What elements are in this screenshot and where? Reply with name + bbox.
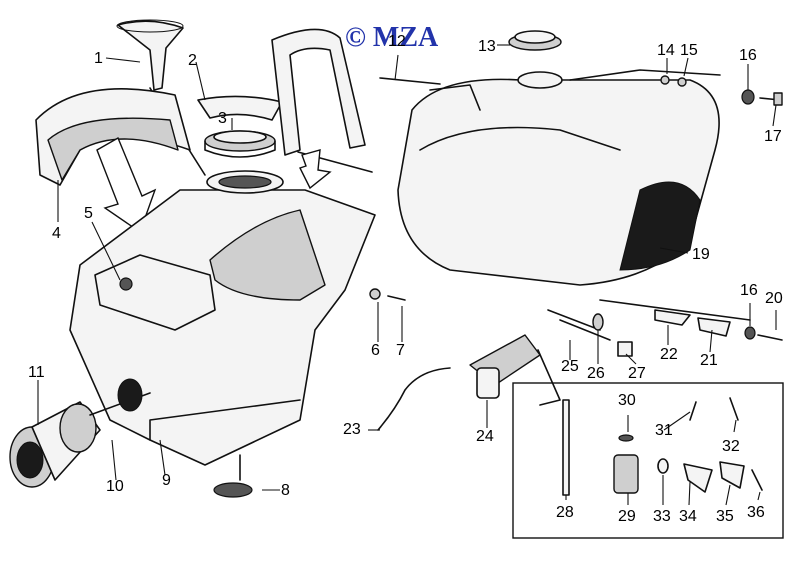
callout-32: 32 [722,438,740,455]
part-filler-neck [9,378,151,488]
callout-34: 34 [679,508,697,525]
callout-25: 25 [561,358,579,375]
callout-11: 11 [28,364,45,381]
callout-30: 30 [618,392,636,409]
callout-29: 29 [618,508,636,525]
part-screw [369,288,406,301]
callout-21: 21 [700,352,718,369]
part-tap-filter [547,309,633,357]
callout-20: 20 [765,290,783,307]
callout-9: 9 [162,472,171,489]
part-fuel-hose [377,367,451,431]
callout-27: 27 [628,365,646,382]
callout-36: 36 [747,504,765,521]
part-rear-bracket [599,299,783,341]
part-funnel [116,19,184,91]
leader-lines [37,44,777,506]
callout-16-bottom: 16 [740,282,758,299]
fuel-tank [379,69,721,286]
callout-26: 26 [587,365,605,382]
callout-1: 1 [94,50,103,67]
part-mount-hardware [660,75,783,106]
part-bracket-strap [271,28,373,190]
assembly-arrow-icon [96,136,157,234]
callout-14: 14 [657,42,675,59]
callout-6: 6 [371,342,380,359]
callout-13: 13 [478,38,496,55]
callout-23: 23 [343,421,361,438]
detail-inset-frame [512,382,784,539]
callout-28: 28 [556,504,574,521]
callout-24: 24 [476,428,494,445]
callout-12: 12 [388,33,406,50]
part-fairing-cover [35,88,191,186]
callout-7: 7 [396,342,405,359]
callout-8: 8 [281,482,290,499]
part-ring-seal [204,130,276,158]
callout-22: 22 [660,346,678,363]
part-fuel-tap [469,334,561,406]
callout-15: 15 [680,42,698,59]
callout-16-top: 16 [739,47,757,64]
copyright-watermark: © MZA [345,22,439,53]
oil-tank [69,170,376,466]
callout-3: 3 [218,110,227,127]
inset-parts [562,397,763,496]
part-filler-cap [508,30,562,51]
callout-5: 5 [84,205,93,222]
callout-19: 19 [692,246,710,263]
part-grommet [213,454,253,498]
callout-35: 35 [716,508,734,525]
callout-10: 10 [106,478,124,495]
callout-33: 33 [653,508,671,525]
callout-2: 2 [188,52,197,69]
callout-4: 4 [52,225,61,242]
callout-17: 17 [764,128,782,145]
callout-31: 31 [655,422,673,439]
